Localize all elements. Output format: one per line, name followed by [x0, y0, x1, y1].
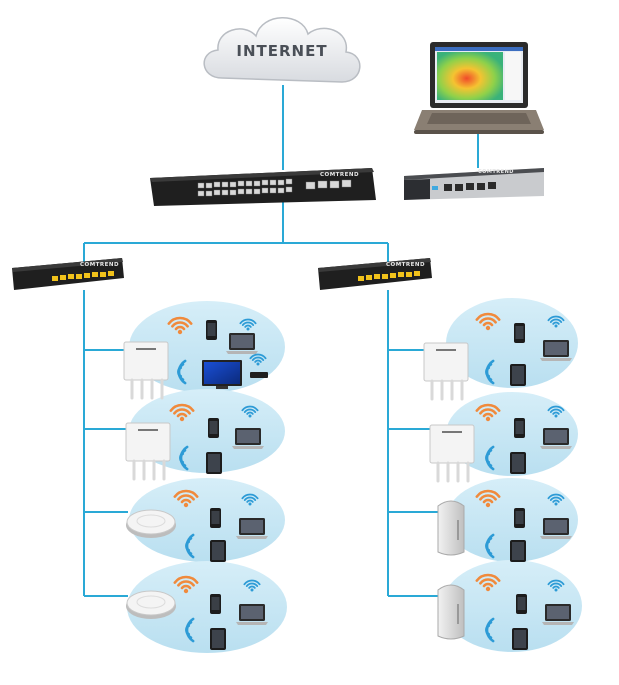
- tablet-icon: [510, 540, 526, 562]
- smartphone-icon: [210, 594, 221, 614]
- wifi-small-icon: [241, 405, 259, 418]
- wifi-signal-icon: [173, 489, 199, 508]
- coverage-zone-right-3: [446, 478, 578, 562]
- coverage-zone-right-1: [446, 298, 578, 388]
- wifi-signal-icon: [475, 403, 501, 422]
- wifi-small-icon: [547, 493, 565, 506]
- smartphone-icon: [514, 323, 525, 343]
- smartphone-icon: [206, 320, 217, 340]
- coverage-zone-right-2: [446, 392, 578, 476]
- connection-lines: [83, 85, 479, 597]
- smartphone-icon: [208, 418, 219, 438]
- set-top-box-icon: [250, 372, 268, 378]
- access-points: [123, 341, 475, 640]
- left-switch-brand: COMTREND: [80, 262, 119, 268]
- signal-waves-icon: [177, 359, 187, 385]
- signal-waves-icon: [185, 617, 195, 643]
- laptop-small-icon: [540, 428, 572, 449]
- wifi-signal-icon: [173, 575, 199, 594]
- laptop-small-icon: [236, 604, 268, 625]
- laptop-small-icon: [226, 333, 258, 354]
- signal-waves-icon: [485, 359, 495, 385]
- wall-ap-icon: [429, 424, 475, 483]
- tablet-icon: [510, 364, 526, 386]
- internet-label: INTERNET: [236, 42, 328, 60]
- signal-waves-icon: [179, 445, 189, 471]
- controller-icon: COMTREND: [404, 168, 544, 200]
- laptop-small-icon: [540, 518, 572, 539]
- core-switch-brand: COMTREND: [320, 172, 359, 178]
- outdoor-ap-icon: [437, 584, 465, 640]
- wall-ap-icon: [123, 341, 169, 400]
- coverage-zone-left-4: [127, 561, 287, 653]
- controller-brand: COMTREND: [478, 169, 514, 175]
- smartphone-icon: [516, 594, 527, 614]
- laptop-icon: [414, 42, 544, 134]
- signal-waves-icon: [485, 533, 495, 559]
- right-switch-brand: COMTREND: [386, 262, 425, 268]
- right-switch-icon: COMTREND: [318, 258, 432, 290]
- wifi-small-icon: [243, 579, 261, 592]
- smartphone-icon: [514, 418, 525, 438]
- wifi-signal-icon: [167, 316, 193, 335]
- ceiling-ap-icon: [126, 509, 176, 538]
- client-devices: [167, 312, 574, 650]
- tablet-icon: [510, 452, 526, 474]
- wifi-small-icon: [547, 579, 565, 592]
- wifi-signal-icon: [475, 573, 501, 592]
- ceiling-ap-icon: [126, 590, 176, 619]
- wifi-small-icon: [547, 405, 565, 418]
- tablet-icon: [210, 540, 226, 562]
- wifi-signal-icon: [475, 489, 501, 508]
- tv-icon: [202, 360, 242, 389]
- signal-waves-icon: [485, 445, 495, 471]
- laptop-small-icon: [540, 340, 572, 361]
- cloud-icon: [203, 17, 361, 83]
- tablet-icon: [210, 628, 226, 650]
- core-switch-icon: COMTREND: [150, 168, 376, 206]
- outdoor-ap-icon: [437, 500, 465, 556]
- smartphone-icon: [210, 508, 221, 528]
- signal-waves-icon: [185, 533, 195, 559]
- wall-ap-icon: [125, 422, 171, 481]
- heatmap-screen: [437, 52, 503, 100]
- tablet-icon: [512, 628, 528, 650]
- coverage-zones: [127, 298, 582, 653]
- coverage-zone-right-4: [442, 560, 582, 652]
- laptop-small-icon: [236, 518, 268, 539]
- wifi-small-icon: [241, 493, 259, 506]
- laptop-small-icon: [542, 604, 574, 625]
- switch-ports: [197, 178, 352, 197]
- wifi-small-icon: [239, 318, 257, 331]
- wifi-signal-icon: [475, 312, 501, 331]
- left-switch-icon: COMTREND: [12, 258, 124, 290]
- wifi-small-icon: [249, 353, 267, 366]
- wifi-small-icon: [547, 315, 565, 328]
- wifi-signal-icon: [169, 403, 195, 422]
- signal-waves-icon: [485, 617, 495, 643]
- wall-ap-icon: [423, 342, 469, 401]
- tablet-icon: [206, 452, 222, 474]
- smartphone-icon: [514, 508, 525, 528]
- laptop-small-icon: [232, 428, 264, 449]
